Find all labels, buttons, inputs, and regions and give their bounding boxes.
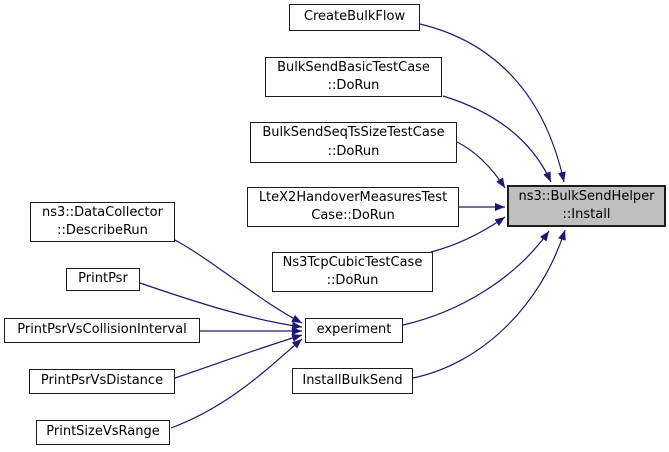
edge-ns3tcpcubic-to-install — [430, 216, 506, 253]
node-bulk-send-basic-test-case-dorun[interactable]: BulkSendBasicTestCase ::DoRun — [265, 57, 442, 97]
edge-createbulkflow-to-install — [419, 23, 566, 183]
edge-printpsrvsdistance-to-experiment — [174, 334, 303, 379]
edge-bulksendseqtssize-to-install — [456, 141, 506, 189]
edge-printpsr-to-experiment — [139, 282, 303, 330]
node-print-psr[interactable]: PrintPsr — [66, 268, 140, 291]
node-experiment[interactable]: experiment — [305, 318, 403, 343]
node-bulk-send-seqtssize-test-case-dorun[interactable]: BulkSendSeqTsSizeTestCase ::DoRun — [250, 122, 457, 163]
edge-experiment-to-install — [402, 230, 550, 326]
node-bulk-send-helper-install: ns3::BulkSendHelper ::Install — [507, 185, 666, 227]
node-data-collector-describe-run[interactable]: ns3::DataCollector ::DescribeRun — [30, 202, 175, 242]
edge-bulksendbasic-to-install — [442, 95, 552, 183]
edge-printsizevsrange-to-experiment — [170, 338, 303, 429]
node-print-psr-vs-collision-interval[interactable]: PrintPsrVsCollisionInterval — [4, 318, 200, 343]
node-install-bulk-send[interactable]: InstallBulkSend — [292, 368, 413, 394]
node-ns3-tcp-cubic-test-case-dorun[interactable]: Ns3TcpCubicTestCase ::DoRun — [272, 252, 433, 292]
edge-installbulksend-to-install — [412, 229, 566, 379]
node-print-psr-vs-distance[interactable]: PrintPsrVsDistance — [29, 369, 175, 394]
node-create-bulk-flow[interactable]: CreateBulkFlow — [289, 4, 420, 31]
edge-describerun-to-experiment — [174, 239, 303, 324]
node-ltex2-handover-measures-test-case-dorun[interactable]: LteX2HandoverMeasuresTest Case::DoRun — [247, 187, 459, 227]
node-print-size-vs-range[interactable]: PrintSizeVsRange — [36, 420, 170, 445]
